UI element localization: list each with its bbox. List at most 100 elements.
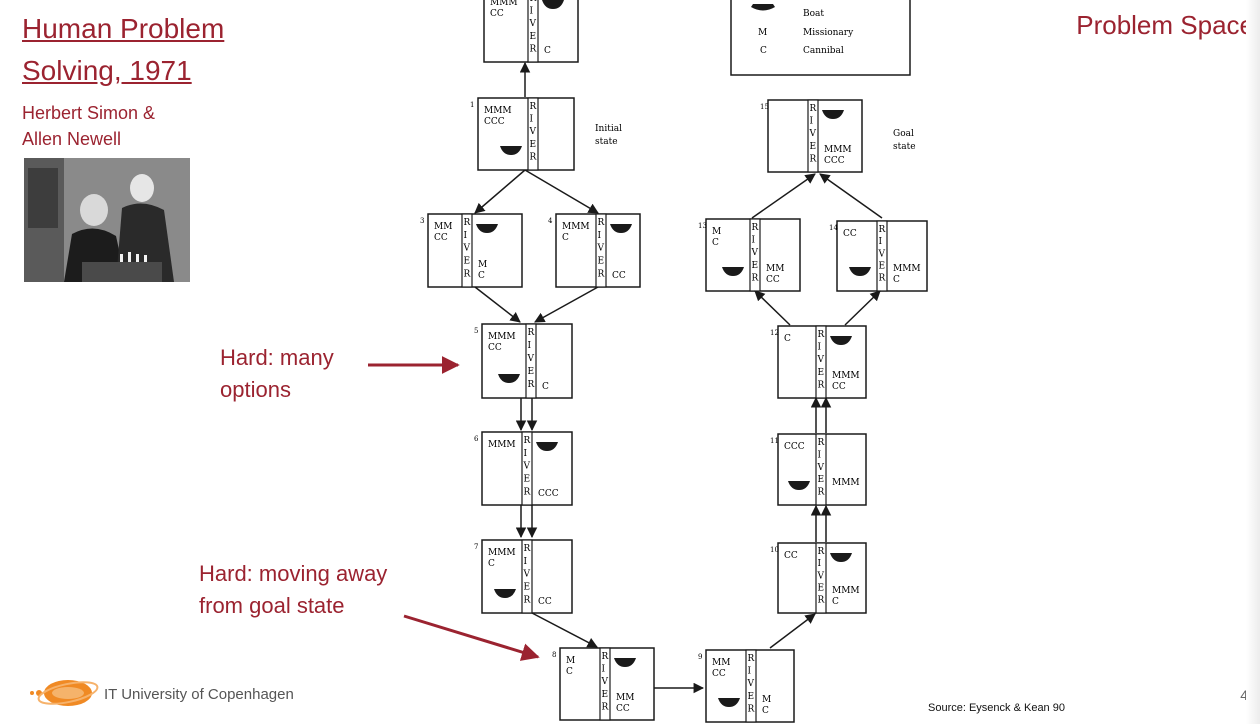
- state-box-2: RIVER2MMMCCC: [476, 0, 579, 63]
- simon-newell-photo: [24, 158, 190, 282]
- river-letter: R: [524, 436, 531, 446]
- state-left2-text: C: [562, 233, 569, 243]
- initial-label-1: Initial: [595, 124, 622, 134]
- river-letter: R: [524, 487, 531, 497]
- state-left2-text: CCC: [484, 117, 505, 127]
- river-letter: V: [878, 249, 886, 259]
- legend-c-key: C: [760, 46, 767, 56]
- state-right2-text: CCC: [538, 489, 559, 499]
- state-right2-text: CCC: [824, 156, 845, 166]
- state-right2-text: C: [832, 597, 839, 607]
- note-away-line-1: Hard: moving away: [199, 561, 388, 586]
- river-letter: E: [524, 474, 531, 484]
- title-line-2: Solving, 1971: [22, 55, 192, 86]
- river-letter: V: [817, 571, 825, 581]
- boat-icon: [610, 224, 632, 233]
- state-right1-text: MM: [616, 693, 634, 703]
- state-frame: [477, 97, 575, 171]
- state-left1-text: MMM: [488, 332, 516, 342]
- river-letter: V: [523, 462, 531, 472]
- river-letter: E: [464, 256, 471, 266]
- river-letter: E: [602, 690, 609, 700]
- river-letter: I: [602, 665, 606, 675]
- river-letter: R: [464, 218, 471, 228]
- river-letter: R: [524, 544, 531, 554]
- edge-14-15: [819, 173, 883, 219]
- river-letter: R: [818, 547, 825, 557]
- boat-icon: [722, 267, 744, 276]
- note-arrow-away: [403, 614, 540, 661]
- boat-icon: [476, 224, 498, 233]
- state-left2-text: C: [566, 667, 573, 677]
- river-letter: E: [598, 256, 605, 266]
- river-letter: V: [529, 127, 537, 137]
- river-letter: R: [530, 152, 537, 162]
- authors-line-2: Allen Newell: [22, 129, 122, 149]
- river-strip: [527, 0, 539, 63]
- river-letter: I: [818, 559, 822, 569]
- river-letter: R: [818, 330, 825, 340]
- state-number: 7: [474, 543, 478, 551]
- river-letter: I: [598, 231, 602, 241]
- river-letter: E: [818, 584, 825, 594]
- state-left2-text: CC: [490, 9, 504, 19]
- itu-logo: [26, 673, 100, 722]
- river-letter: I: [530, 7, 534, 17]
- river-strip: [745, 649, 757, 723]
- state-right1-text: MMM: [824, 145, 852, 155]
- river-letter: R: [810, 154, 817, 164]
- state-left1-text: MMM: [484, 106, 512, 116]
- state-number: 10: [770, 546, 779, 554]
- state-number: 4: [548, 217, 553, 225]
- river-letter: E: [528, 367, 535, 377]
- state-left1-text: MMM: [562, 222, 590, 232]
- org-name: IT University of Copenhagen: [104, 686, 294, 703]
- edge-9-10: [769, 613, 816, 649]
- river-letter: I: [524, 557, 528, 567]
- state-right2-text: C: [478, 271, 485, 281]
- river-strip: [815, 542, 827, 614]
- state-right1-text: MMM: [832, 586, 860, 596]
- boat-icon: [500, 146, 522, 155]
- river-letter: R: [748, 704, 755, 714]
- right-edge-shadow: [1246, 0, 1260, 724]
- river-letter: I: [748, 667, 752, 677]
- edge-1-4: [524, 169, 599, 214]
- river-letter: I: [818, 343, 822, 353]
- boat-icon: [542, 0, 564, 9]
- state-right2-text: CC: [538, 597, 552, 607]
- state-right1-text: M: [478, 260, 487, 270]
- boat-icon: [718, 698, 740, 707]
- river-letter: V: [817, 355, 825, 365]
- boat-icon: [788, 481, 810, 490]
- state-right2-text: CC: [832, 382, 846, 392]
- boat-icon: [498, 374, 520, 383]
- state-right2-text: CC: [616, 704, 630, 714]
- state-number: 13: [698, 222, 707, 230]
- state-frame: [427, 213, 523, 288]
- edge-12-13: [754, 290, 791, 326]
- state-right1-text: MMM: [832, 371, 860, 381]
- itu-logo-icon: [30, 680, 99, 706]
- state-right2-text: C: [762, 706, 769, 716]
- slide-title: Human Problem Solving, 1971: [22, 8, 224, 92]
- state-number: 15: [760, 103, 769, 111]
- goal-label-1: Goal: [893, 129, 914, 139]
- legend-c-label: Cannibal: [803, 46, 844, 56]
- river-letter: R: [818, 488, 825, 498]
- state-right1-text: MM: [766, 264, 784, 274]
- edge-7-8: [531, 612, 598, 648]
- state-right1-text: MMM: [893, 264, 921, 274]
- river-strip: [525, 323, 537, 399]
- river-letter: R: [598, 218, 605, 228]
- boat-icon: [494, 589, 516, 598]
- state-left2-text: CC: [434, 233, 448, 243]
